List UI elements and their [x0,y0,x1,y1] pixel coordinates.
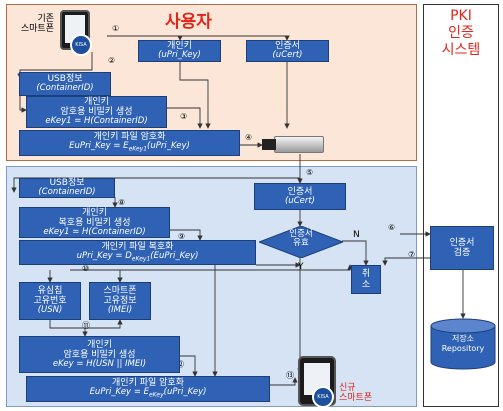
pki-title: PKI 인증 시스템 [423,8,499,58]
keygen-line-1: 개인키 [84,97,109,107]
kisa-badge-icon: KISA [70,34,92,56]
branch-no-label: N [353,230,360,240]
decrypt-keygen-formula: eKey1 = H(ContainerID) [43,228,145,238]
usb-stick-icon [262,136,324,153]
new-private-key-encrypt-box: 개인키 파일 암호화 EuPri_Key = EeKey(uPri_Key) [26,376,270,402]
step-11-marker: ⑪ [82,320,90,331]
decrypt-formula-sub: eKey1 [132,256,150,263]
new-usb-var: (ContainerID) [38,188,95,198]
user-panel-title: 사용자 [165,7,212,32]
step-3-marker: ③ [180,112,187,121]
new-encrypt-formula-end: (uPri_Key) [164,387,207,397]
repo-line-2: Repository [430,344,496,354]
new-cert-var: (uCert) [285,197,315,207]
new-keygen-line-1: 개인키 [87,340,112,350]
phone-info-line-1: 스마트폰 [103,286,136,296]
cert-verify-box: 인증서 검증 [430,226,494,270]
new-certificate-box: 인증서 (uCert) [254,183,346,210]
usim-serial-box: 유심칩 고유번호 (USN) [19,282,81,320]
old-phone-label: 기존 스마트폰 [14,14,54,35]
encrypt-formula: EuPri_Key = EeKey1(uPri_Key) [69,142,190,153]
old-phone-label-2: 스마트폰 [14,24,54,34]
repo-line-1: 저장소 [430,334,496,344]
cancel-line-2: 소 [362,280,370,290]
encrypt-formula-main: EuPri_Key = E [69,141,128,151]
decrypt-keygen-line-1: 개인키 [82,208,107,218]
decrypt-formula-end: (EuPri_Key) [150,251,198,261]
new-encrypt-formula: EuPri_Key = EeKey(uPri_Key) [90,388,207,399]
private-key-encrypt-box: 개인키 파일 암호화 EuPri_Key = EeKey1(uPri_Key) [19,130,240,156]
old-smartphone-icon: KISA [60,10,90,50]
usim-line-1: 유심칩 [38,286,63,296]
pki-title-1: PKI [423,8,499,25]
certificate-box: 인증서 (uCert) [246,40,329,62]
decision-line-2: 유효 [259,239,343,248]
pki-title-3: 시스템 [423,42,499,59]
new-phone-label: 신규 스마트폰 [339,384,372,404]
usb-body [274,136,324,153]
private-key-decrypt-box: 개인키 파일 복호화 uPri_Key = DeKey1(EuPri_Key) [19,240,256,265]
private-key-var: (uPri_Key) [158,51,201,61]
step-6-marker: ⑥ [388,223,395,232]
decrypt-formula: uPri_Key = DeKey1(EuPri_Key) [77,252,199,263]
step-7-marker: ⑦ [408,250,415,259]
step-8-marker: ⑧ [118,198,125,207]
usb-info-var: (ContainerID) [36,84,93,94]
usb-info-box: USB정보 (ContainerID) [19,72,111,96]
verify-line-1: 인증서 [450,238,475,248]
cancel-line-1: 취 [362,269,370,279]
cancel-box: 취 소 [351,265,381,294]
old-phone-label-1: 기존 [14,14,54,24]
encryption-key-gen-box: 개인키 암호용 비밀키 생성 eKey1 = H(ContainerID) [26,96,167,128]
new-encrypt-formula-sub: eKey [149,392,164,399]
step-1-marker: ① [112,24,119,33]
certificate-var: (uCert) [272,51,302,61]
keygen-formula: eKey1 = H(ContainerID) [45,117,147,127]
usb-connector [262,139,276,150]
verify-line-2: 검증 [454,248,471,258]
new-phone-label-2: 스마트폰 [339,394,372,404]
pki-title-2: 인증 [423,25,499,42]
step-5-marker: ⑤ [306,168,313,177]
new-usb-info-box: USB정보 (ContainerID) [19,178,115,198]
cert-valid-decision: 인증서 유효 [259,226,343,258]
step-10-marker: ⑩ [82,264,89,273]
new-encrypt-formula-main: EuPri_Key = E [90,387,149,397]
branch-yes-label: Y [298,262,304,272]
new-encryption-key-gen-box: 개인키 암호용 비밀키 생성 eKey = H(USN || IMEI) [19,336,180,373]
new-kisa-badge-icon: KISA [312,386,334,408]
usim-var: (USN) [38,306,63,316]
step-2-marker: ② [108,56,115,65]
phone-info-var: (IMEI) [108,306,132,316]
step-13-marker: ⑬ [286,370,294,381]
new-keygen-formula: eKey = H(USN || IMEI) [53,360,146,370]
encrypt-formula-end: (uPri_Key) [147,141,190,151]
decryption-key-gen-box: 개인키 복호용 비밀키 생성 eKey1 = H(ContainerID) [19,207,170,238]
step-4-marker: ④ [245,133,252,142]
private-key-box: 개인키 (uPri_Key) [138,40,221,62]
smartphone-info-box: 스마트폰 고유정보 (IMEI) [89,282,151,320]
decision-text: 인증서 유효 [259,230,343,249]
decrypt-formula-main: uPri_Key = D [77,251,132,261]
repo-text: 저장소 Repository [430,334,496,353]
new-smartphone-icon: KISA [298,356,336,406]
repository-db-icon: 저장소 Repository [430,318,496,370]
encrypt-formula-sub: eKey1 [129,146,147,153]
